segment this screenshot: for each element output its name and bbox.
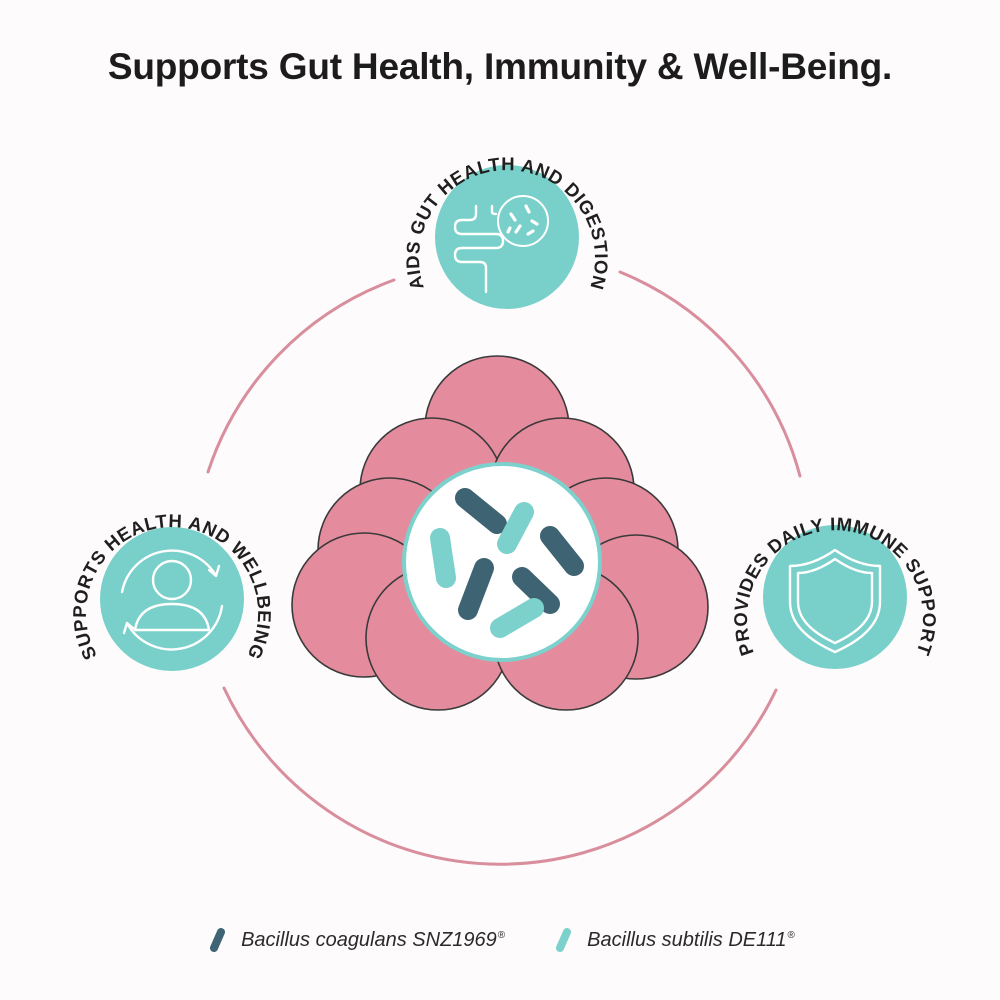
bacterium-light xyxy=(497,502,534,554)
bacterium-dark xyxy=(458,558,494,620)
legend: Bacillus coagulans SNZ1969® Bacillus sub… xyxy=(0,918,1000,962)
legend-label: Bacillus coagulans SNZ1969® xyxy=(241,928,506,951)
badge-gut-health: AIDS GUT HEALTH AND DIGESTION xyxy=(402,153,612,309)
legend-label: Bacillus subtilis DE111® xyxy=(587,928,795,951)
bacterium-light xyxy=(430,528,456,588)
legend-item-coagulans: Bacillus coagulans SNZ1969® xyxy=(205,927,505,953)
connecting-ring xyxy=(206,270,802,866)
badge-immune: PROVIDES DAILY IMMUNE SUPPORT xyxy=(730,513,940,669)
bacterium-dark xyxy=(540,526,584,576)
bacterium-light-icon xyxy=(556,928,572,952)
bacterium-dark xyxy=(512,567,560,614)
bacterium-dark-icon xyxy=(210,928,226,952)
bacteria-circle xyxy=(402,462,602,662)
shield-icon xyxy=(788,548,882,654)
intestine-icon xyxy=(453,195,549,294)
badge-wellbeing: SUPPORTS HEALTH AND WELLBEING xyxy=(69,510,275,671)
bacterium-dark xyxy=(455,488,507,534)
person-icon xyxy=(120,549,224,651)
bacterium-light xyxy=(490,598,544,638)
page-title: Supports Gut Health, Immunity & Well-Bei… xyxy=(107,46,893,87)
legend-item-subtilis: Bacillus subtilis DE111® xyxy=(551,927,795,953)
